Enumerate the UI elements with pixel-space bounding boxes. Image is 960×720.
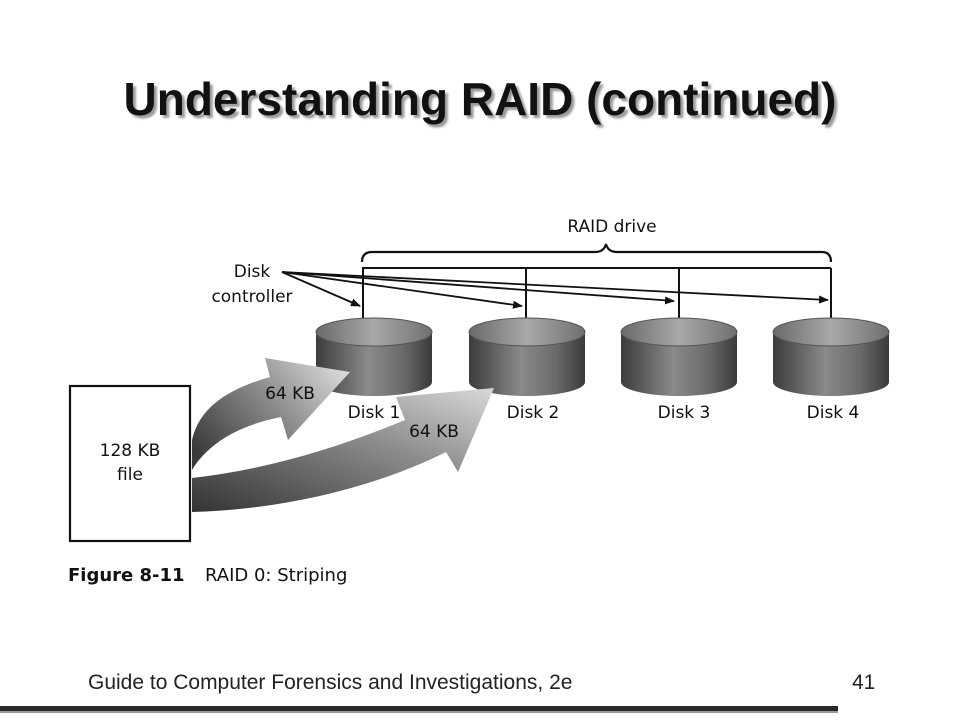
disk-4-label: Disk 4 xyxy=(807,403,860,423)
chunk-label-lower: 64 KB xyxy=(409,422,459,442)
file-box xyxy=(68,384,192,543)
footer-text: Guide to Computer Forensics and Investig… xyxy=(88,671,573,694)
file-label-line2: file xyxy=(117,465,143,485)
disk-2-label: Disk 2 xyxy=(507,403,560,423)
chunk-arrow-lower xyxy=(192,388,494,512)
footer-rule-shadow xyxy=(0,711,838,713)
page-number: 41 xyxy=(852,671,876,694)
disk-3 xyxy=(620,317,738,396)
disk-4 xyxy=(772,317,890,396)
slide-title: Understanding RAID (continued) xyxy=(123,73,837,125)
figure-number: Figure 8-11 xyxy=(68,565,185,586)
controller-arrows xyxy=(281,271,829,309)
footer-rule xyxy=(0,706,838,711)
disk-controller-label-line1: Disk xyxy=(234,262,271,282)
disk-2 xyxy=(468,317,586,396)
raid-drive-label: RAID drive xyxy=(567,217,656,237)
raid-drive-brace xyxy=(360,243,833,263)
disk-3-label: Disk 3 xyxy=(658,403,711,423)
figure-caption: RAID 0: Striping xyxy=(205,565,347,586)
disk-controller-label-line2: controller xyxy=(211,287,292,307)
disk-1 xyxy=(315,317,433,396)
chunk-arrow-upper xyxy=(192,358,350,470)
chunk-label-upper: 64 KB xyxy=(265,384,315,404)
file-label-line1: 128 KB xyxy=(100,441,161,461)
disk-1-label: Disk 1 xyxy=(348,403,401,423)
